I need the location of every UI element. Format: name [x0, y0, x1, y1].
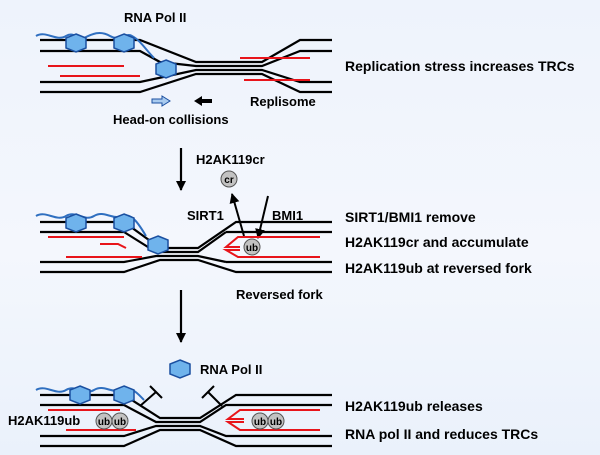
- bottom-parental-strand: [40, 428, 332, 448]
- ub-badge-text: ub: [254, 417, 266, 428]
- ub-circle: [267, 412, 285, 430]
- panel2-desc-line1: SIRT1/BMI1 remove: [345, 209, 476, 225]
- inhibition-cap-left: [149, 385, 163, 399]
- rna-pol-ii-group: [65, 33, 177, 79]
- panel-2: H2AK119cr cr SIRT1 BMI1: [35, 152, 532, 302]
- dna-strands-panel1: [40, 38, 332, 94]
- cr-circle: [220, 170, 238, 188]
- pol-ii-label-panel3: RNA Pol II: [200, 362, 262, 377]
- inhibition-bar-right: [207, 391, 223, 407]
- reversed-nascent-top: [225, 409, 320, 420]
- bottom-parental-strand: [40, 72, 332, 94]
- bottom-inner-strand: [40, 254, 227, 264]
- ub-badge-panel2: ub: [243, 238, 261, 256]
- panel3-desc-line1: H2AK119ub releases: [345, 398, 483, 414]
- bmi1-label: BMI1: [272, 208, 303, 223]
- top-parental-strand: [40, 393, 332, 420]
- ub-badge-text: ub: [98, 417, 110, 428]
- rna-pol-ii-hexagon: [69, 385, 91, 405]
- bottom-parental-strand: [40, 258, 332, 274]
- ub-badge-text: ub: [114, 417, 126, 428]
- replisome-light-arrow: [151, 95, 171, 107]
- ub-badges-right: ub ub: [251, 412, 285, 430]
- nascent-strands-panel3: [48, 409, 320, 431]
- rna-pol-ii-hexagon: [155, 59, 177, 79]
- pol-ii-label-panel1: RNA Pol II: [124, 10, 186, 25]
- panel1-description: Replication stress increases TRCs: [345, 58, 575, 74]
- collision-label: Head-on collisions: [113, 112, 229, 127]
- ub-circle: [111, 412, 129, 430]
- rna-pol-ii-hexagon: [113, 213, 135, 233]
- ub-badge-text: ub: [270, 417, 282, 428]
- h2ak119cr-label: H2AK119cr: [196, 152, 265, 167]
- nascent-strands-panel1: [48, 57, 310, 81]
- reversed-nascent-bottom: [224, 421, 320, 431]
- panel-1: RNA Pol II Replication stress increases …: [35, 10, 575, 127]
- rna-pol-ii-hexagon: [113, 33, 135, 53]
- ub-badge-text: ub: [246, 243, 258, 254]
- bottom-inner-strand: [40, 68, 332, 84]
- reversed-fork-label: Reversed fork: [236, 287, 323, 302]
- dna-strands-panel3: [40, 393, 332, 448]
- dna-strands-panel2: [40, 220, 332, 274]
- rna-pol-ii-hexagon: [65, 33, 87, 53]
- inhibition-bar-left: [139, 391, 157, 407]
- cr-badge: cr: [220, 170, 238, 188]
- rna-pol-ii-hexagon: [113, 385, 135, 405]
- released-rna-pol-ii: [169, 359, 191, 379]
- rna-transcript: [35, 31, 155, 59]
- panel3-desc-line2: RNA pol II and reduces TRCs: [345, 426, 538, 442]
- nascent-strand: [100, 243, 127, 249]
- top-inner-strand: [40, 49, 332, 68]
- top-inner-strand: [40, 403, 332, 424]
- replisome-dark-arrow: [194, 96, 212, 106]
- sirt1-arrow: [229, 193, 245, 237]
- nascent-strands-panel2: [48, 236, 320, 258]
- reversed-nascent-top: [223, 236, 320, 248]
- rna-pol-ii-hexagon: [147, 235, 169, 255]
- reversed-nascent-bottom: [222, 249, 320, 258]
- panel2-desc-line2: H2AK119cr and accumulate: [345, 234, 529, 250]
- panel2-desc-line3: H2AK119ub at reversed fork: [345, 260, 532, 276]
- bottom-inner-strand: [40, 424, 332, 438]
- sirt1-label: SIRT1: [187, 208, 224, 223]
- top-parental-strand: [40, 220, 332, 250]
- cr-badge-text: cr: [224, 175, 234, 186]
- inhibition-cap-right: [201, 385, 215, 399]
- panel-3: RNA Pol II H2AK119ub ub ub: [8, 359, 538, 448]
- h2ak119ub-label: H2AK119ub: [8, 413, 80, 428]
- inhibition-arrows: [139, 385, 223, 407]
- ub-circle: [243, 238, 261, 256]
- replisome-label: Replisome: [250, 94, 316, 109]
- rna-pol-ii-hexagon: [65, 213, 87, 233]
- ub-badges-left: ub ub: [95, 412, 129, 430]
